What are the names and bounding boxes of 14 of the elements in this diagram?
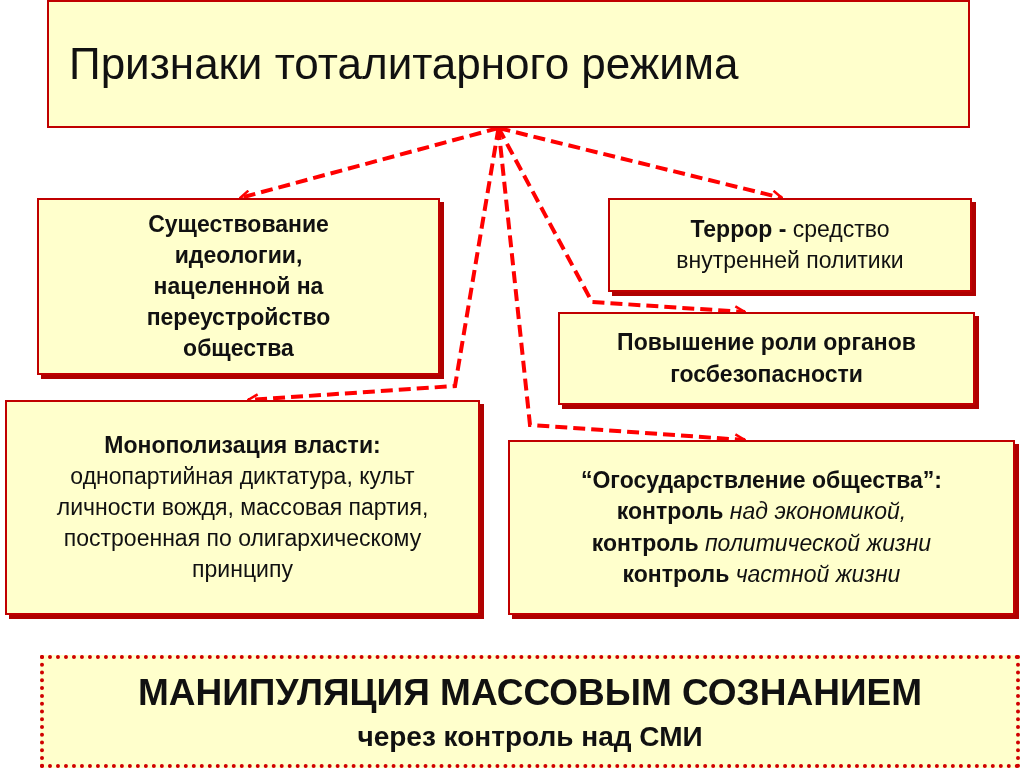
title: Признаки тоталитарного режима — [69, 38, 739, 91]
band-subtitle: через контроль над СМИ — [357, 719, 703, 754]
list-item: контроль над экономикой, — [616, 497, 907, 527]
box-text: Повышение роли органов госбезопасности — [616, 328, 917, 389]
title-box — [47, 0, 970, 128]
box-heading: Монополизация власти: — [104, 430, 381, 460]
band-heading: МАНИПУЛЯЦИЯ МАССОВЫМ СОЗНАНИЕМ — [137, 670, 923, 715]
list-item: контроль политической жизни — [591, 528, 932, 558]
list-item: контроль частной жизни — [622, 559, 901, 589]
summary-band — [40, 655, 1020, 768]
box-heading: “Огосударствление общества”: — [580, 466, 943, 496]
box-text: Террор - средство внутренней политики — [675, 214, 905, 275]
box-text: однопартийная диктатура, культ личности вождя, массовая партия, построенная по олигархическому принципу — [55, 461, 430, 585]
box-text: Существование идеологии, нацеленной на переустройство общества — [145, 209, 332, 364]
